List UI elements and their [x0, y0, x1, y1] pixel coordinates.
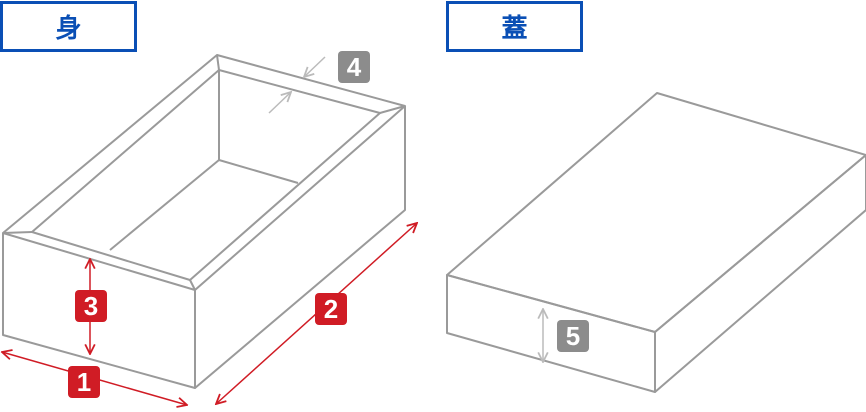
badge-4: 4	[338, 51, 370, 83]
badge-5: 5	[557, 320, 589, 352]
lid-box	[446, 92, 866, 393]
body-right-face	[194, 105, 406, 389]
badge-2: 2	[315, 293, 347, 325]
body-title: 身	[0, 1, 137, 52]
body-box	[2, 54, 406, 389]
dimension-4-arrow-outer	[304, 56, 326, 77]
dimension-4-arrow-inner	[268, 92, 291, 114]
body-inner-rim	[31, 69, 381, 281]
lid-title: 蓋	[446, 1, 583, 52]
badge-1: 1	[68, 366, 100, 398]
badge-3: 3	[75, 290, 107, 322]
